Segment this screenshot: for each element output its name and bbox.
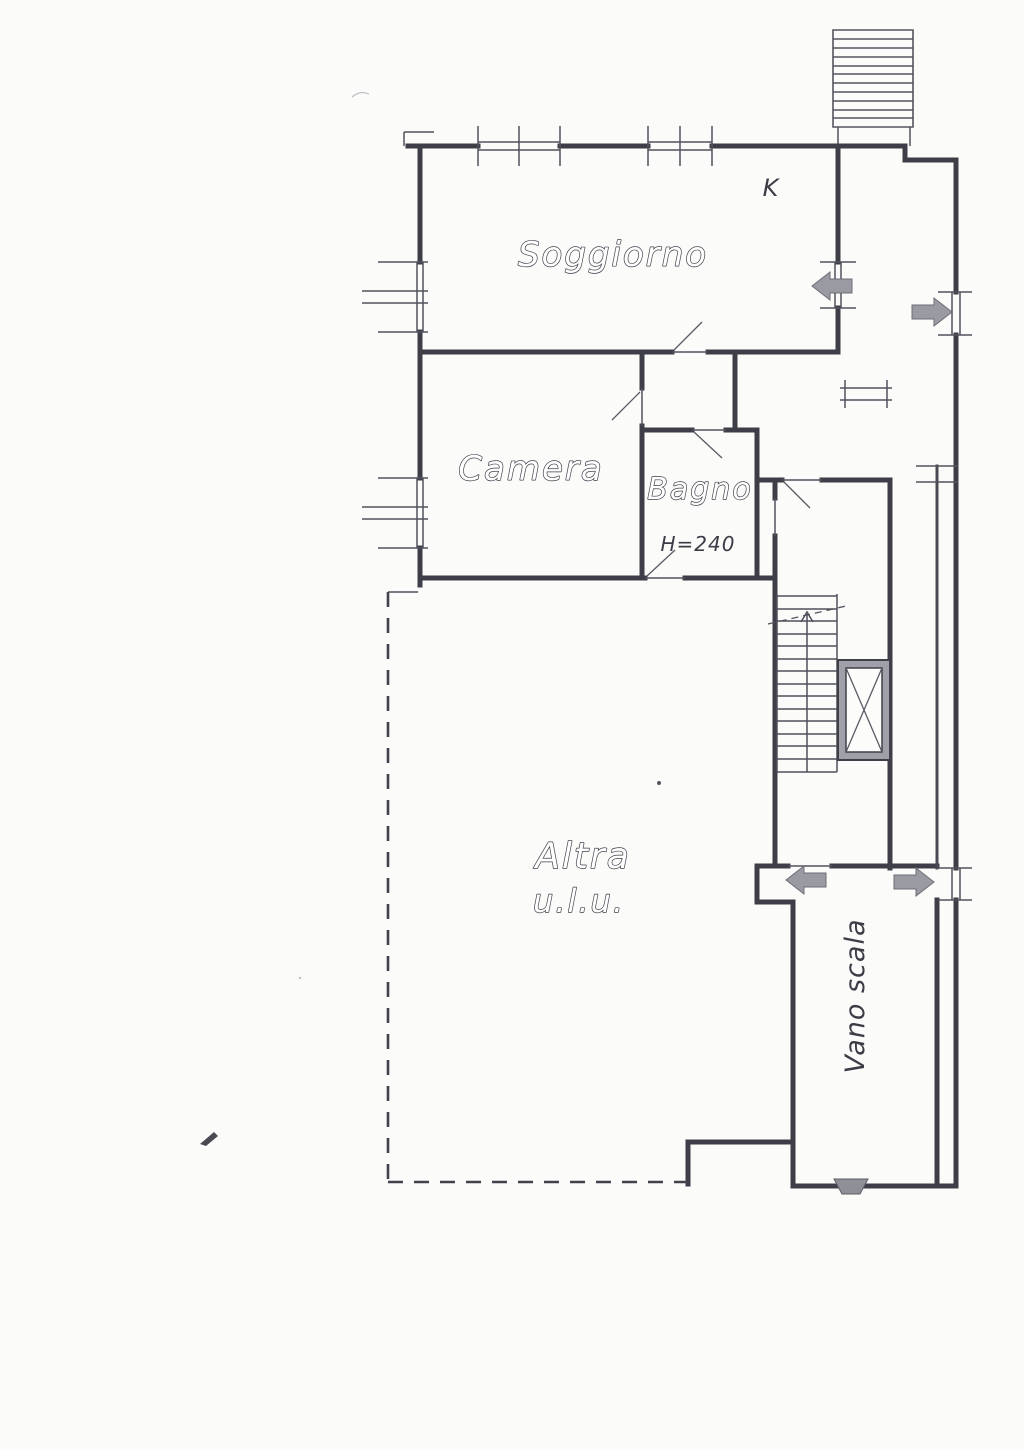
- internal-stairs: [767, 594, 847, 773]
- window-symbols: [362, 126, 972, 901]
- scan-artifacts: [200, 91, 661, 1146]
- label-bagno: Bagno: [647, 472, 752, 507]
- label-altra-ulu: u.l.u.: [533, 882, 625, 920]
- pen-mark: [200, 1132, 218, 1146]
- speck: [298, 976, 302, 980]
- door-symbols: [611, 321, 832, 867]
- room-labels: Soggiorno K Camera Bagno H=240 Altra u.l…: [458, 174, 871, 1074]
- door-arrow-soggiorno: [811, 270, 853, 302]
- label-camera: Camera: [458, 449, 603, 489]
- label-soggiorno: Soggiorno: [518, 235, 708, 275]
- dashed-boundary: [386, 591, 688, 1184]
- walls: [405, 143, 959, 1189]
- door-arrow-landing-right: [893, 866, 935, 898]
- elevator-shaft: [837, 659, 891, 761]
- label-kitchen-k: K: [763, 174, 781, 202]
- label-bagno-height: H=240: [661, 532, 736, 556]
- door-arrow-right-wall: [911, 296, 953, 328]
- ink-dot: [657, 781, 661, 785]
- label-vano-scala: Vano scala: [840, 918, 871, 1073]
- door-arrow-landing-left: [785, 864, 827, 896]
- entrance-arrows: [785, 270, 953, 1195]
- external-stair-hatch: [832, 29, 914, 146]
- threshold-mark: [833, 1178, 869, 1195]
- label-altra: Altra: [533, 836, 631, 877]
- faint-smudge: [351, 91, 370, 98]
